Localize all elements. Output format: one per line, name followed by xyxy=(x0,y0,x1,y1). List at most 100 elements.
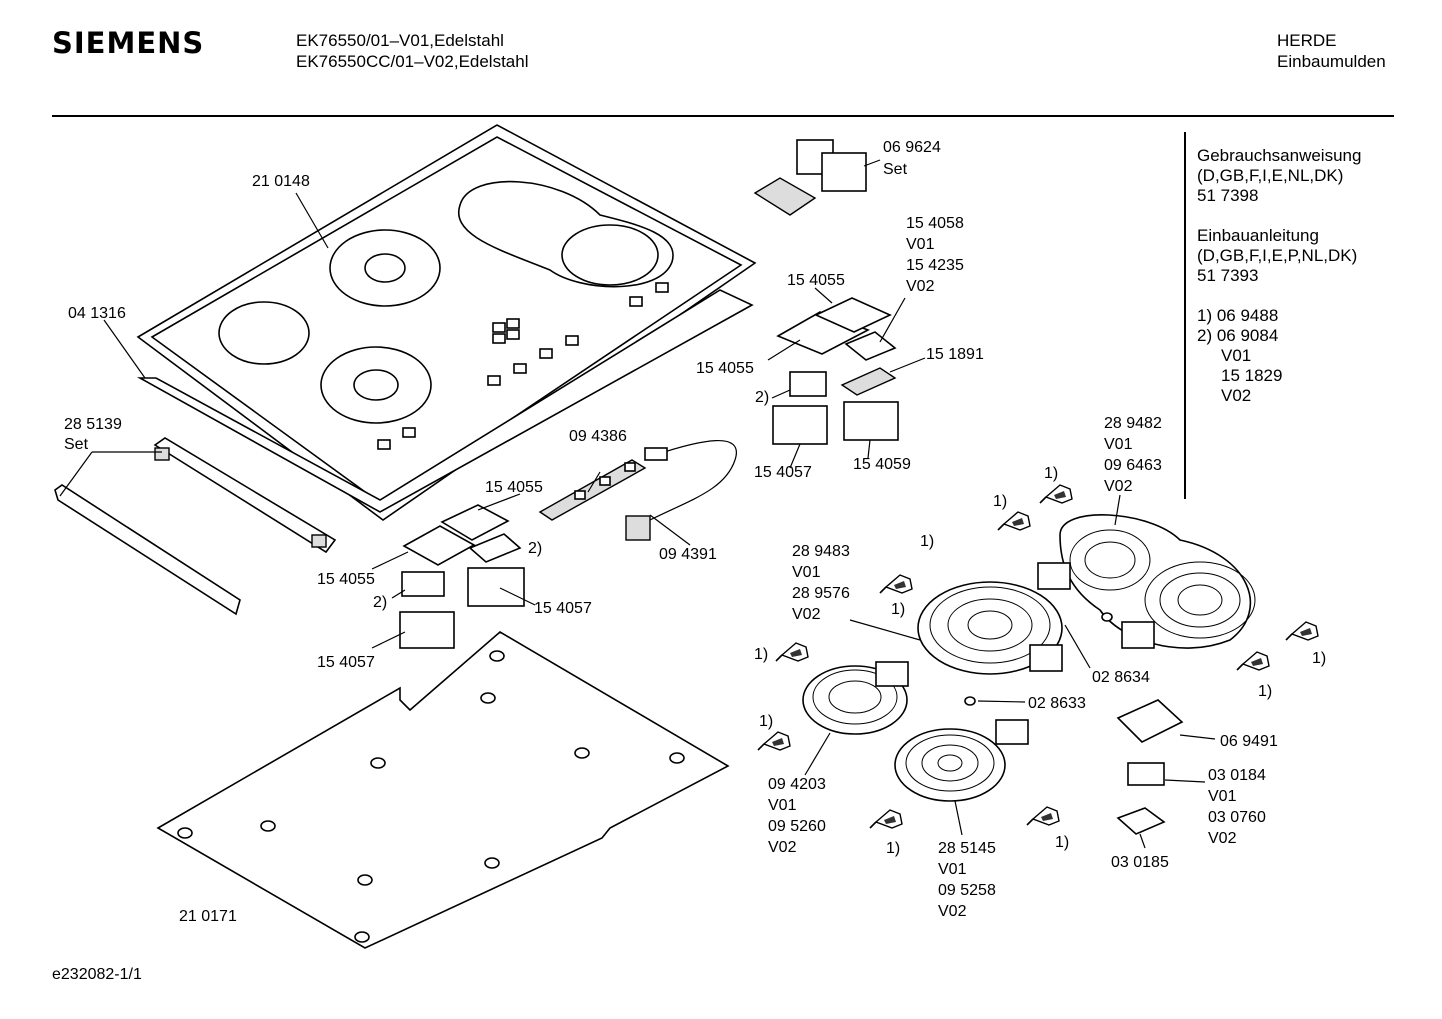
label-heater-big-alt: 28 9576 xyxy=(792,585,850,602)
label-sensor-a: 15 4058 xyxy=(906,215,964,232)
category-line-1: HERDE xyxy=(1277,31,1337,50)
label-heater-big-v02: V02 xyxy=(792,606,821,623)
control-ribbon xyxy=(538,440,737,541)
model-line-2: EK76550CC/01–V02,Edelstahl xyxy=(296,52,529,71)
note-2-alt: 15 1829 xyxy=(1221,366,1283,385)
label-terminal-b: 03 0184 xyxy=(1208,767,1266,784)
clip-icon xyxy=(1236,651,1270,671)
label-cable: 09 4391 xyxy=(659,546,717,563)
label-note-one: 1) xyxy=(754,646,768,663)
model-line-1: EK76550/01–V01,Edelstahl xyxy=(296,31,504,50)
heater-dual xyxy=(894,719,1029,802)
sensor-group-left xyxy=(399,504,525,649)
manual-langs: (D,GB,F,I,E,NL,DK) xyxy=(1197,166,1344,185)
install-langs: (D,GB,F,I,E,P,NL,DK) xyxy=(1197,246,1358,265)
label-link-b: 02 8633 xyxy=(1028,695,1086,712)
label-note-two-l1: 2) xyxy=(528,540,542,557)
notes-block: 1) 06 9488 2) 06 9084 V01 15 1829 V02 xyxy=(1197,306,1361,406)
label-note-one: 1) xyxy=(1055,834,1069,851)
label-bracket-set: Set xyxy=(64,436,89,453)
label-housing-l1: 15 4057 xyxy=(534,600,592,617)
label-heater-dual: 28 5145 xyxy=(938,840,996,857)
heater-oval xyxy=(1037,514,1256,649)
manual-title: Gebrauchsanweisung xyxy=(1197,146,1362,165)
base-tray xyxy=(156,631,730,949)
link-a xyxy=(1101,612,1113,622)
label-sensor-a-alt: 15 4235 xyxy=(906,257,964,274)
label-note-one: 1) xyxy=(1312,650,1326,667)
terminal-block xyxy=(1116,699,1184,835)
heater-big xyxy=(917,581,1063,675)
clip-icon xyxy=(757,731,791,751)
label-note-one: 1) xyxy=(759,713,773,730)
label-heater-small-v02: V02 xyxy=(768,839,797,856)
label-housing-l2: 15 4057 xyxy=(317,654,375,671)
label-heater-oval: 28 9482 xyxy=(1104,415,1162,432)
label-note-one: 1) xyxy=(886,840,900,857)
install-number: 51 7393 xyxy=(1197,266,1259,285)
label-terminal-b-alt: 03 0760 xyxy=(1208,809,1266,826)
label-note-one: 1) xyxy=(920,533,934,550)
label-base: 21 0171 xyxy=(179,908,237,925)
label-note-one: 1) xyxy=(1044,465,1058,482)
install-block: Einbauanleitung (D,GB,F,I,E,P,NL,DK) 51 … xyxy=(1197,226,1361,286)
label-sensor-pad-r: 15 4055 xyxy=(787,272,845,289)
note-1: 1) 06 9488 xyxy=(1197,306,1279,325)
label-heater-dual-v02: V02 xyxy=(938,903,967,920)
label-heater-oval-v02: V02 xyxy=(1104,478,1133,495)
label-sensor-a-v02: V02 xyxy=(906,278,935,295)
label-bracket: 28 5139 xyxy=(64,416,122,433)
label-connector-set: 06 9624 xyxy=(883,139,941,156)
label-glass-top: 21 0148 xyxy=(252,173,310,190)
label-heater-small-alt: 09 5260 xyxy=(768,818,826,835)
label-sensor-pad-l1: 15 4055 xyxy=(485,479,543,496)
label-ribbon: 09 4386 xyxy=(569,428,627,445)
label-heater-dual-alt: 09 5258 xyxy=(938,882,996,899)
clip-icon xyxy=(1285,621,1319,641)
sensor-group-right xyxy=(772,297,899,445)
label-frame: 04 1316 xyxy=(68,305,126,322)
label-housing-r2: 15 4059 xyxy=(853,456,911,473)
clip-icon xyxy=(1039,484,1073,504)
label-sensor-a-v01: V01 xyxy=(906,236,935,253)
label-heater-dual-v01: V01 xyxy=(938,861,967,878)
glass-top xyxy=(136,124,757,521)
label-connector-set-word: Set xyxy=(883,161,908,178)
label-heater-big-v01: V01 xyxy=(792,564,821,581)
clip-icon xyxy=(869,809,903,829)
install-title: Einbauanleitung xyxy=(1197,226,1319,245)
label-note-one: 1) xyxy=(1258,683,1272,700)
documents-divider xyxy=(1184,132,1186,499)
category: HERDE Einbaumulden xyxy=(1277,30,1386,72)
model-list: EK76550/01–V01,Edelstahl EK76550CC/01–V0… xyxy=(296,30,529,72)
connector-set xyxy=(753,139,867,216)
label-note-two-r: 2) xyxy=(755,389,769,406)
label-contact: 15 1891 xyxy=(926,346,984,363)
note-2: 2) 06 9084 xyxy=(1197,326,1279,345)
clip-icon xyxy=(1026,806,1060,826)
mounting-bracket xyxy=(54,437,337,616)
seal-frame xyxy=(136,289,754,513)
label-link-a: 02 8634 xyxy=(1092,669,1150,686)
header-rule xyxy=(52,115,1394,117)
label-heater-big: 28 9483 xyxy=(792,543,850,560)
drawing-reference: e232082-1/1 xyxy=(52,966,142,983)
clip-icon xyxy=(775,642,809,662)
clip-icon xyxy=(997,511,1031,531)
label-sensor-pad-l2: 15 4055 xyxy=(317,571,375,588)
label-note-one: 1) xyxy=(891,601,905,618)
note-2-v01: V01 xyxy=(1221,346,1252,365)
label-terminal: 06 9491 xyxy=(1220,733,1278,750)
label-note-two-l2: 2) xyxy=(373,594,387,611)
label-heater-small-v01: V01 xyxy=(768,797,797,814)
label-heater-oval-v01: V01 xyxy=(1104,436,1133,453)
label-note-one: 1) xyxy=(993,493,1007,510)
heater-small xyxy=(802,661,909,735)
label-heater-oval-alt: 09 6463 xyxy=(1104,457,1162,474)
leader-lines xyxy=(59,159,1216,849)
documents-panel: Gebrauchsanweisung (D,GB,F,I,E,NL,DK) 51… xyxy=(1197,146,1361,406)
manual-block: Gebrauchsanweisung (D,GB,F,I,E,NL,DK) 51… xyxy=(1197,146,1361,206)
brand-logo: SIEMENS xyxy=(52,26,205,60)
label-terminal-b-v02: V02 xyxy=(1208,830,1237,847)
